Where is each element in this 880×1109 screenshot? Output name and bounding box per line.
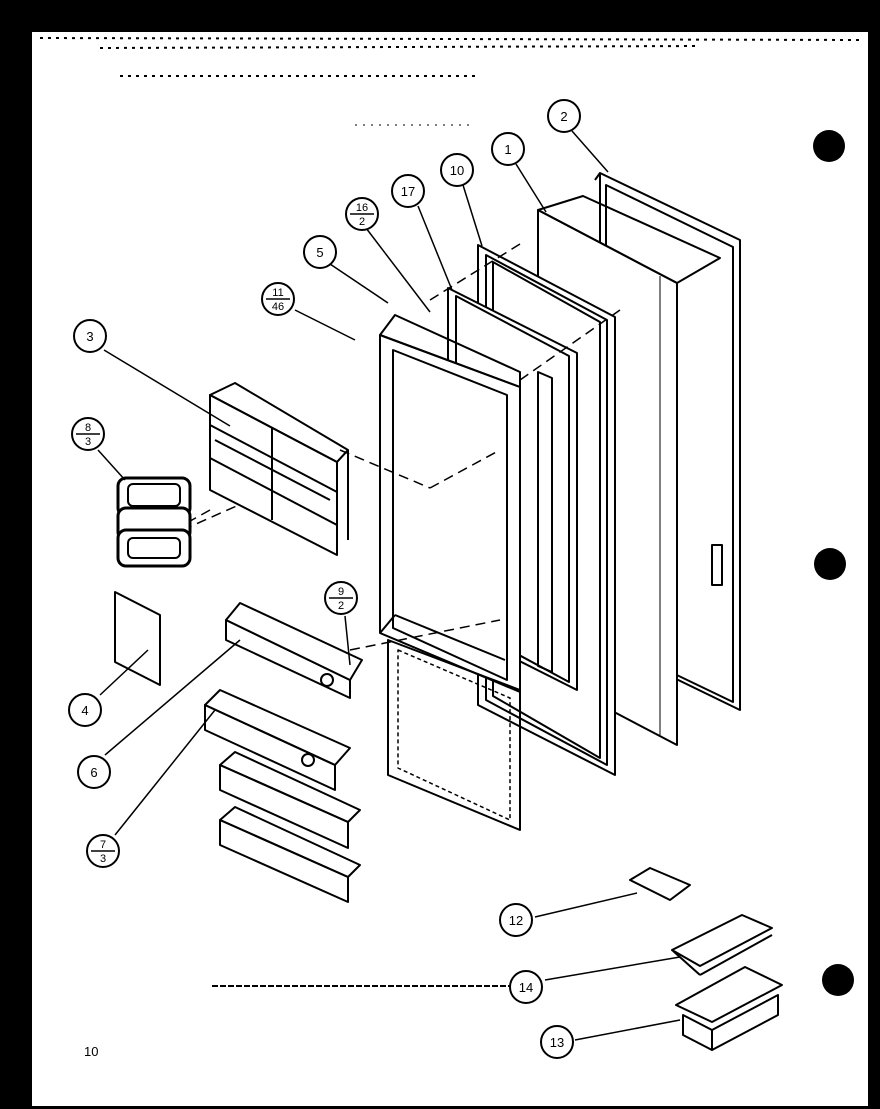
callout-1: 1 [491, 132, 525, 166]
callout-14: 14 [509, 970, 543, 1004]
callout-17: 17 [391, 174, 425, 208]
callout-11-46-top: 11 [272, 287, 283, 299]
callout-11-46: 11 46 [261, 282, 295, 316]
registration-dot-top [813, 130, 845, 162]
callout-12: 12 [499, 903, 533, 937]
callout-8-3-bottom: 3 [85, 436, 91, 448]
callout-6-label: 6 [90, 765, 97, 780]
page-number: 10 [84, 1044, 98, 1059]
part-storage-containers [116, 476, 192, 568]
scan-noise [39, 37, 861, 126]
part-lower-door-frame [387, 639, 521, 831]
callout-2-label: 2 [560, 109, 567, 124]
registration-dot-middle [814, 548, 846, 580]
callout-11-46-bottom: 46 [272, 301, 284, 313]
registration-dot-bottom [822, 964, 854, 996]
leader-lines [97, 130, 681, 1041]
callout-9-2: 9 2 [324, 581, 358, 615]
callout-4-label: 4 [81, 703, 88, 718]
callout-13: 13 [540, 1025, 574, 1059]
callout-8-3: 8 3 [71, 417, 105, 451]
callout-7-3-bottom: 3 [100, 853, 106, 865]
part-shelf-frame [209, 382, 349, 556]
callout-3: 3 [73, 319, 107, 353]
callout-2: 2 [547, 99, 581, 133]
callout-7-3: 7 3 [86, 834, 120, 868]
callout-6: 6 [77, 755, 111, 789]
callout-10-label: 10 [450, 163, 464, 178]
callout-8-3-top: 8 [85, 422, 91, 434]
callout-3-label: 3 [86, 329, 93, 344]
part-inner-door-frame [379, 314, 521, 693]
callout-1-label: 1 [504, 142, 511, 157]
callout-5: 5 [303, 235, 337, 269]
callout-9-2-bottom: 2 [338, 600, 344, 612]
part-ice-tray-cover [671, 914, 773, 976]
part-door-bin-2 [219, 751, 361, 849]
part-door-bin-3 [219, 806, 361, 903]
callouts: 2 1 10 17 16 2 5 11 46 [68, 99, 581, 1059]
part-ice-bin [675, 966, 783, 1051]
part-small-door-shelf [225, 602, 363, 699]
callout-13-label: 13 [550, 1035, 564, 1050]
callout-16-2-bottom: 2 [359, 216, 365, 228]
callout-7-3-top: 7 [100, 839, 106, 851]
part-small-tray [629, 867, 691, 901]
callout-5-label: 5 [316, 245, 323, 260]
callout-16-2: 16 2 [345, 197, 379, 231]
part-cover-panel [114, 591, 161, 686]
callout-14-label: 14 [519, 980, 533, 995]
callout-12-label: 12 [509, 913, 523, 928]
callout-9-2-top: 9 [338, 586, 344, 598]
callout-17-label: 17 [401, 184, 415, 199]
callout-16-2-top: 16 [356, 202, 368, 214]
callout-10: 10 [440, 153, 474, 187]
callout-4: 4 [68, 693, 102, 727]
